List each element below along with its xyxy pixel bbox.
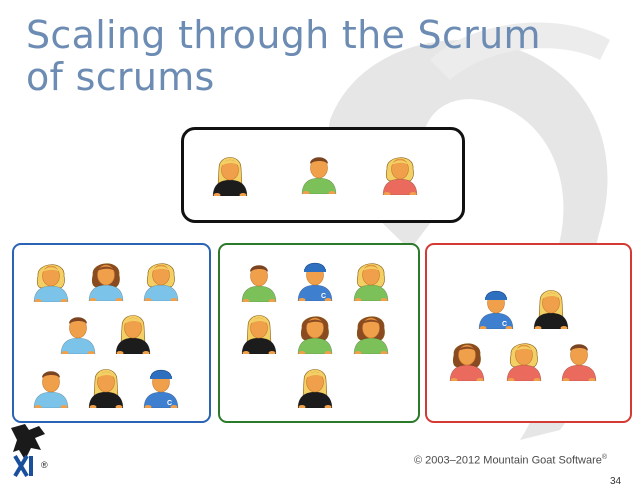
woman-brunette-red-person-icon (446, 337, 488, 381)
scrum-master-dark-person-icon (294, 364, 336, 408)
woman-blonde-blue-person-icon (30, 258, 72, 302)
scrum-master-dark-person-icon (238, 310, 280, 354)
woman-blonde-green-person-icon (350, 257, 392, 301)
captain-blue-person-icon: C (475, 285, 517, 329)
slide-title: Scaling through the Scrum of scrums (26, 14, 541, 98)
scrum-master-dark-person-icon (209, 152, 251, 196)
title-line-1: Scaling through the Scrum (26, 13, 541, 57)
svg-text:C: C (167, 400, 172, 407)
mountain-goat-logo (11, 424, 45, 478)
red-team-panel (425, 243, 632, 423)
registered-mark: ® (601, 454, 608, 461)
woman-blonde-blue-person-icon (140, 257, 182, 301)
copyright-notice: © 2003–2012 Mountain Goat Software® (414, 454, 607, 467)
captain-blue-person-icon: C (140, 364, 182, 408)
woman-blonde-red-person-icon (379, 151, 421, 195)
man-red-person-icon (558, 337, 600, 381)
scrum-master-dark-person-icon (530, 285, 572, 329)
scrum-master-dark-person-icon (112, 310, 154, 354)
title-line-2: of scrums (26, 55, 215, 99)
man-blue-person-icon (30, 364, 72, 408)
page-number: 34 (610, 476, 622, 487)
woman-brunette-green-person-icon (294, 310, 336, 354)
logo-registered-mark: ® (41, 460, 48, 470)
copyright-text: © 2003–2012 Mountain Goat Software (414, 454, 602, 467)
man-green-person-icon (238, 258, 280, 302)
woman-blonde-red-person-icon (503, 337, 545, 381)
captain-blue-person-icon: C (294, 257, 336, 301)
man-blue-person-icon (57, 310, 99, 354)
scrum-master-dark-person-icon (85, 364, 127, 408)
woman-brunette-green-person-icon (350, 310, 392, 354)
woman-brunette-blue-person-icon (85, 257, 127, 301)
svg-text:C: C (321, 293, 326, 300)
man-green-person-icon (298, 150, 340, 194)
svg-text:C: C (502, 321, 507, 328)
